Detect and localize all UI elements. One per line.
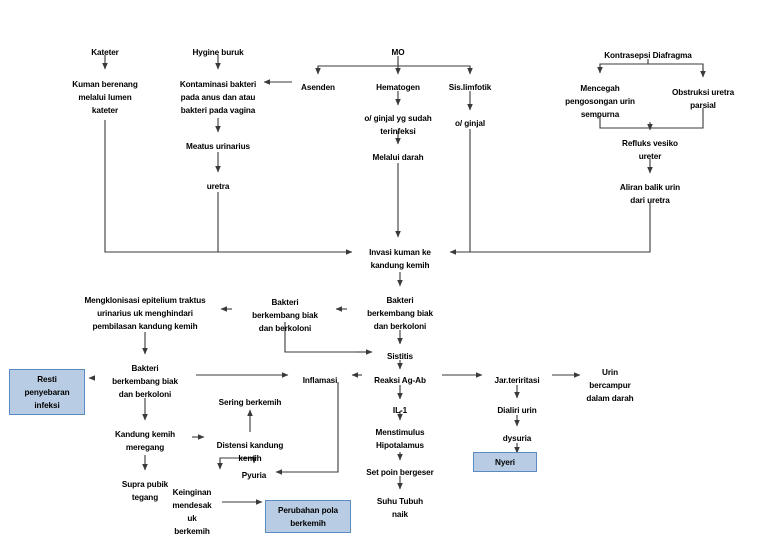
node-kateter: Kateter [91, 48, 119, 57]
node-mencegah: Mencegah pengosongan urin sempurna [565, 84, 635, 119]
node-nyeri[interactable]: Nyeri [473, 452, 537, 472]
edge-aliran-elbow [452, 203, 651, 253]
node-uretra: uretra [206, 182, 230, 191]
node-ginjal_terinfeksi: o/ ginjal yg sudah terinfeksi [364, 114, 432, 136]
node-aliran_balik: Aliran balik urin dari uretra [619, 183, 681, 205]
node-sistitis: Sistitis [386, 352, 414, 361]
node-ginjal: o/ ginjal [454, 119, 486, 128]
edge-mo-split-limfotik [398, 65, 471, 73]
node-bakteri_1: Bakteri berkembang biak dan berkoloni [367, 296, 433, 331]
node-mo: MO [391, 48, 405, 57]
node-sering_berkemih: Sering berkemih [218, 398, 282, 407]
node-menstimulus: Menstimulus Hipotalamus [375, 428, 425, 450]
node-il1: IL-1 [392, 406, 408, 415]
node-dialiri_urin: Dialiri urin [497, 406, 537, 415]
node-keinginan: Keinginan mendesak uk berkemih [172, 488, 212, 536]
node-melalui_darah: Melalui darah [372, 153, 424, 162]
node-kontrasepsi: Kontrasepsi Diafragma [604, 51, 692, 60]
node-bakteri_2: Bakteri berkembang biak dan berkoloni [252, 298, 318, 333]
node-inflamasi: Inflamasi [302, 376, 338, 385]
node-resti[interactable]: Resti penyebaran infeksi [9, 369, 85, 415]
edge-kontrasepsi-split-r [648, 63, 704, 76]
node-kuman_berenang: Kuman berenang melalui lumen kateter [72, 80, 138, 115]
node-dysuria: dysuria [502, 434, 532, 443]
node-bakteri_3: Bakteri berkembang biak dan berkoloni [112, 364, 178, 399]
node-perubahan_pola[interactable]: Perubahan pola berkemih [265, 500, 351, 533]
node-pyuria: Pyuria [241, 471, 267, 480]
node-obstruksi: Obstruksi uretra parsial [671, 88, 735, 110]
node-urin_bercampur: Urin bercampur dalam darah [586, 368, 634, 403]
node-suhu_tubuh: Suhu Tubuh naik [376, 497, 424, 519]
node-refluks: Refluks vesiko ureter [622, 139, 678, 161]
node-mengklonisasi: Mengklonisasi epitelium traktus urinariu… [84, 296, 206, 331]
node-meatus: Meatus urinarius [186, 142, 250, 151]
node-sis_limfotik: Sis.limfotik [448, 83, 492, 92]
node-supra_pubik: Supra pubik tegang [121, 480, 169, 502]
node-asenden: Asenden [301, 83, 335, 92]
node-set_poin: Set poin bergeser [366, 468, 434, 477]
node-hematogen: Hematogen [376, 83, 420, 92]
node-reaksi_ag_ab: Reaksi Ag-Ab [374, 376, 426, 385]
node-kontaminasi: Kontaminasi bakteri pada anus dan atau b… [179, 80, 257, 115]
node-invasi: Invasi kuman ke kandung kemih [369, 248, 431, 270]
node-jar_teriritasi: Jar.teriritasi [494, 376, 540, 385]
node-distensi: Distensi kandung kemih [216, 441, 284, 463]
node-hygine_buruk: Hygine buruk [192, 48, 244, 57]
node-kandung_meregang: Kandung kemih meregang [114, 430, 176, 452]
